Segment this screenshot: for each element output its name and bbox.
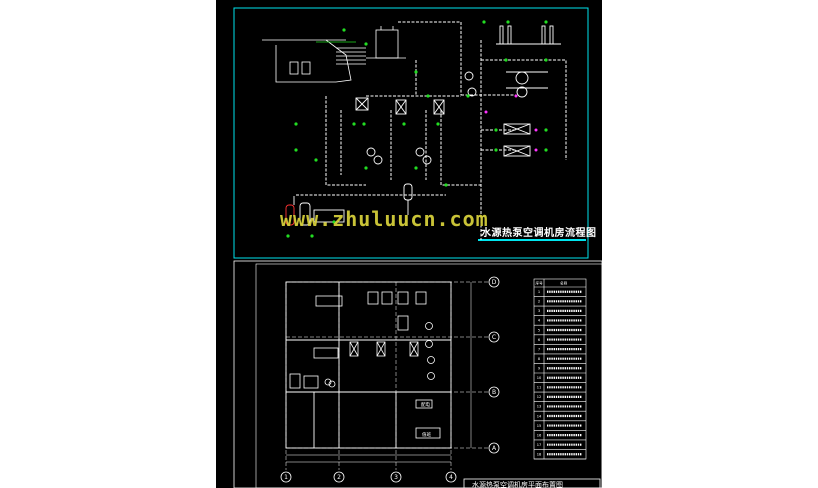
plan-equipment bbox=[289, 291, 441, 439]
legend-row-number: 6 bbox=[538, 338, 541, 342]
room-label-power: 配电 bbox=[421, 401, 430, 408]
bottom-title-box bbox=[463, 478, 601, 488]
grid-bubble-1: 1 bbox=[284, 474, 288, 481]
legend-row-number: 3 bbox=[538, 309, 540, 313]
legend-row-number: 16 bbox=[537, 433, 542, 437]
legend-row-number: 18 bbox=[537, 453, 542, 457]
filter-tank bbox=[366, 26, 406, 59]
heat-pump-units bbox=[355, 97, 445, 115]
legend-row-number: 9 bbox=[538, 367, 541, 371]
water-collectors bbox=[496, 25, 561, 98]
room-label-duty: 值班 bbox=[422, 431, 431, 438]
equipment-legend-table bbox=[533, 278, 587, 460]
legend-row-number: 13 bbox=[537, 405, 542, 409]
legend-row-number: 11 bbox=[537, 386, 542, 390]
grid-bubble-b: B bbox=[492, 389, 496, 396]
grid-bubble-4: 4 bbox=[449, 474, 453, 481]
legend-row-number: 7 bbox=[538, 347, 540, 351]
expansion-tank bbox=[403, 183, 413, 215]
legend-row-number: 10 bbox=[537, 376, 542, 380]
plan-sheet-frame bbox=[233, 260, 602, 488]
grid-bubble-2: 2 bbox=[337, 474, 341, 481]
floor-plan-walls bbox=[285, 281, 452, 449]
legend-row-number: 2 bbox=[538, 300, 540, 304]
floor-plan-axis-lines bbox=[285, 281, 490, 470]
terminal-units bbox=[503, 123, 531, 157]
grid-bubble-d: D bbox=[492, 279, 497, 286]
water-softener-set bbox=[285, 196, 345, 226]
legend-header: 序号 名称 bbox=[536, 281, 568, 286]
legend-row-number: 14 bbox=[537, 414, 542, 418]
grid-bubble-3: 3 bbox=[394, 474, 398, 481]
grid-bubble-c: C bbox=[492, 334, 496, 341]
valve-markers-magenta bbox=[484, 94, 538, 152]
pipe-network bbox=[296, 21, 567, 240]
flow-diagram-title: 水源热泵空调机房流程图 bbox=[481, 228, 597, 239]
plan-title: 水源热泵空调机房平面布置图 bbox=[472, 480, 563, 488]
flow-sheet-frame bbox=[233, 7, 589, 259]
grid-bubbles bbox=[280, 276, 500, 483]
watermark-text: www.zhuluucn.com bbox=[280, 207, 489, 231]
water-source-well bbox=[262, 39, 366, 83]
legend-row-number: 1 bbox=[538, 290, 540, 294]
grid-bubble-labels: D C B A 1 2 3 4 bbox=[284, 279, 497, 481]
legend-row-number: 4 bbox=[538, 319, 541, 323]
legend-row-number: 17 bbox=[537, 443, 542, 447]
room-labels: 配电 值班 bbox=[421, 401, 431, 438]
valve-markers-green bbox=[286, 20, 548, 238]
circulation-pumps bbox=[366, 71, 477, 165]
legend-header-no: 序号 bbox=[536, 281, 544, 286]
grid-bubble-a: A bbox=[492, 445, 497, 452]
legend-row-number: 12 bbox=[537, 395, 542, 399]
plan-inner-frame bbox=[255, 263, 602, 488]
legend-row-number: 5 bbox=[538, 328, 540, 332]
legend-row-number: 8 bbox=[538, 357, 541, 361]
legend-header-name: 名称 bbox=[560, 281, 568, 286]
legend-row-number: 15 bbox=[537, 424, 542, 428]
plan-pump-symbols bbox=[324, 322, 435, 388]
cad-drawing: D C B A 1 2 3 4 配电 值班 序号 名称 123456789101… bbox=[233, 7, 602, 488]
